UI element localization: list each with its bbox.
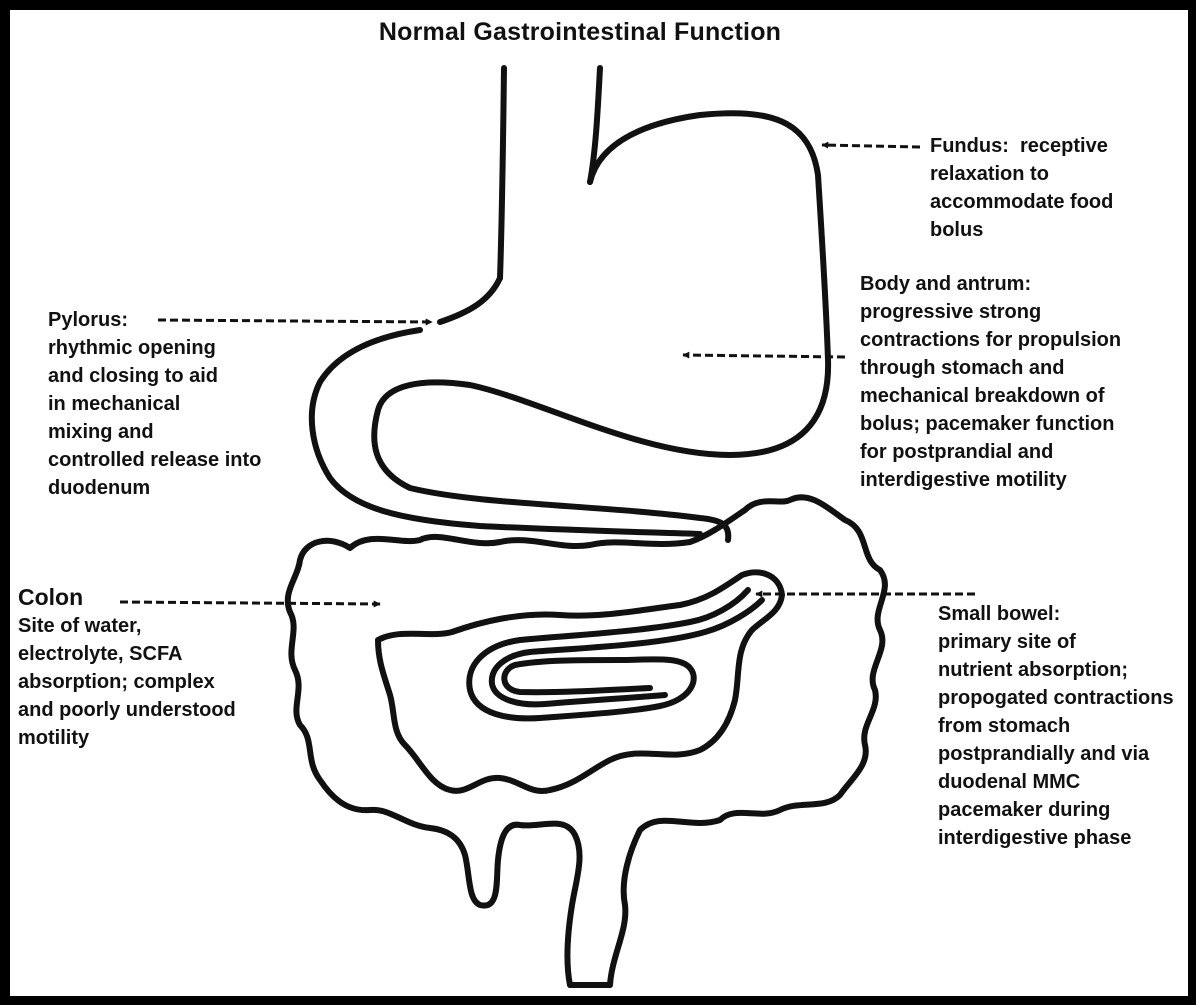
- body-antrum-line-3: contractions for propulsion: [860, 326, 1121, 354]
- pylorus-label: Pylorus: rhythmic opening and closing to…: [48, 306, 261, 502]
- small-bowel-line-5: from stomach: [938, 712, 1174, 740]
- colon-heading: Colon: [18, 582, 236, 612]
- pylorus-heading: Pylorus:: [48, 306, 261, 334]
- body-antrum-label: Body and antrum: progressive strong cont…: [860, 270, 1121, 494]
- small-bowel-line-7: duodenal MMC: [938, 768, 1174, 796]
- colon-outline: [288, 497, 885, 985]
- body-antrum-line-6: bolus; pacemaker function: [860, 410, 1121, 438]
- small-bowel-line-2: primary site of: [938, 628, 1174, 656]
- colon-inner-lumen: [378, 572, 782, 791]
- small-bowel-label: Small bowel: primary site of nutrient ab…: [938, 600, 1174, 852]
- fundus-label: Fundus: receptive relaxation to accommod…: [930, 132, 1113, 244]
- fundus-line-1: receptive: [1020, 135, 1108, 157]
- small-bowel-line-6: postprandially and via: [938, 740, 1174, 768]
- body-antrum-line-7: for postprandial and: [860, 438, 1121, 466]
- pylorus-line-1: rhythmic opening: [48, 334, 261, 362]
- small-bowel-line-9: interdigestive phase: [938, 824, 1174, 852]
- body-antrum-line-4: through stomach and: [860, 354, 1121, 382]
- small-bowel-line-3: nutrient absorption;: [938, 656, 1174, 684]
- esophagus-left-wall: [500, 68, 504, 278]
- small-bowel-line-1: Small bowel:: [938, 600, 1174, 628]
- colon-line-5: motility: [18, 724, 236, 752]
- small-bowel-line-8: pacemaker during: [938, 796, 1174, 824]
- colon-label: Colon Site of water, electrolyte, SCFA a…: [18, 582, 236, 752]
- fundus-line-3: accommodate food: [930, 188, 1113, 216]
- colon-line-2: electrolyte, SCFA: [18, 640, 236, 668]
- stomach-greater-curvature: [374, 113, 828, 540]
- fundus-arrow: [822, 145, 920, 147]
- pylorus-line-5: controlled release into: [48, 446, 261, 474]
- body-antrum-line-8: interdigestive motility: [860, 466, 1121, 494]
- pylorus-line-2: and closing to aid: [48, 362, 261, 390]
- body-antrum-line-2: progressive strong: [860, 298, 1121, 326]
- small-bowel-line-4: propogated contractions: [938, 684, 1174, 712]
- colon-line-1: Site of water,: [18, 612, 236, 640]
- fundus-line-2: relaxation to: [930, 160, 1113, 188]
- body-antrum-line-5: mechanical breakdown of: [860, 382, 1121, 410]
- fundus-line-4: bolus: [930, 216, 1113, 244]
- pylorus-line-3: in mechanical: [48, 390, 261, 418]
- colon-line-3: absorption; complex: [18, 668, 236, 696]
- body-antrum-line-1: Body and antrum:: [860, 270, 1121, 298]
- pylorus-line-6: duodenum: [48, 474, 261, 502]
- pylorus-line-4: mixing and: [48, 418, 261, 446]
- stomach-lesser-curvature: [440, 278, 500, 322]
- body-antrum-arrow: [683, 355, 845, 357]
- colon-line-4: and poorly understood: [18, 696, 236, 724]
- fundus-heading: Fundus:: [930, 135, 1009, 157]
